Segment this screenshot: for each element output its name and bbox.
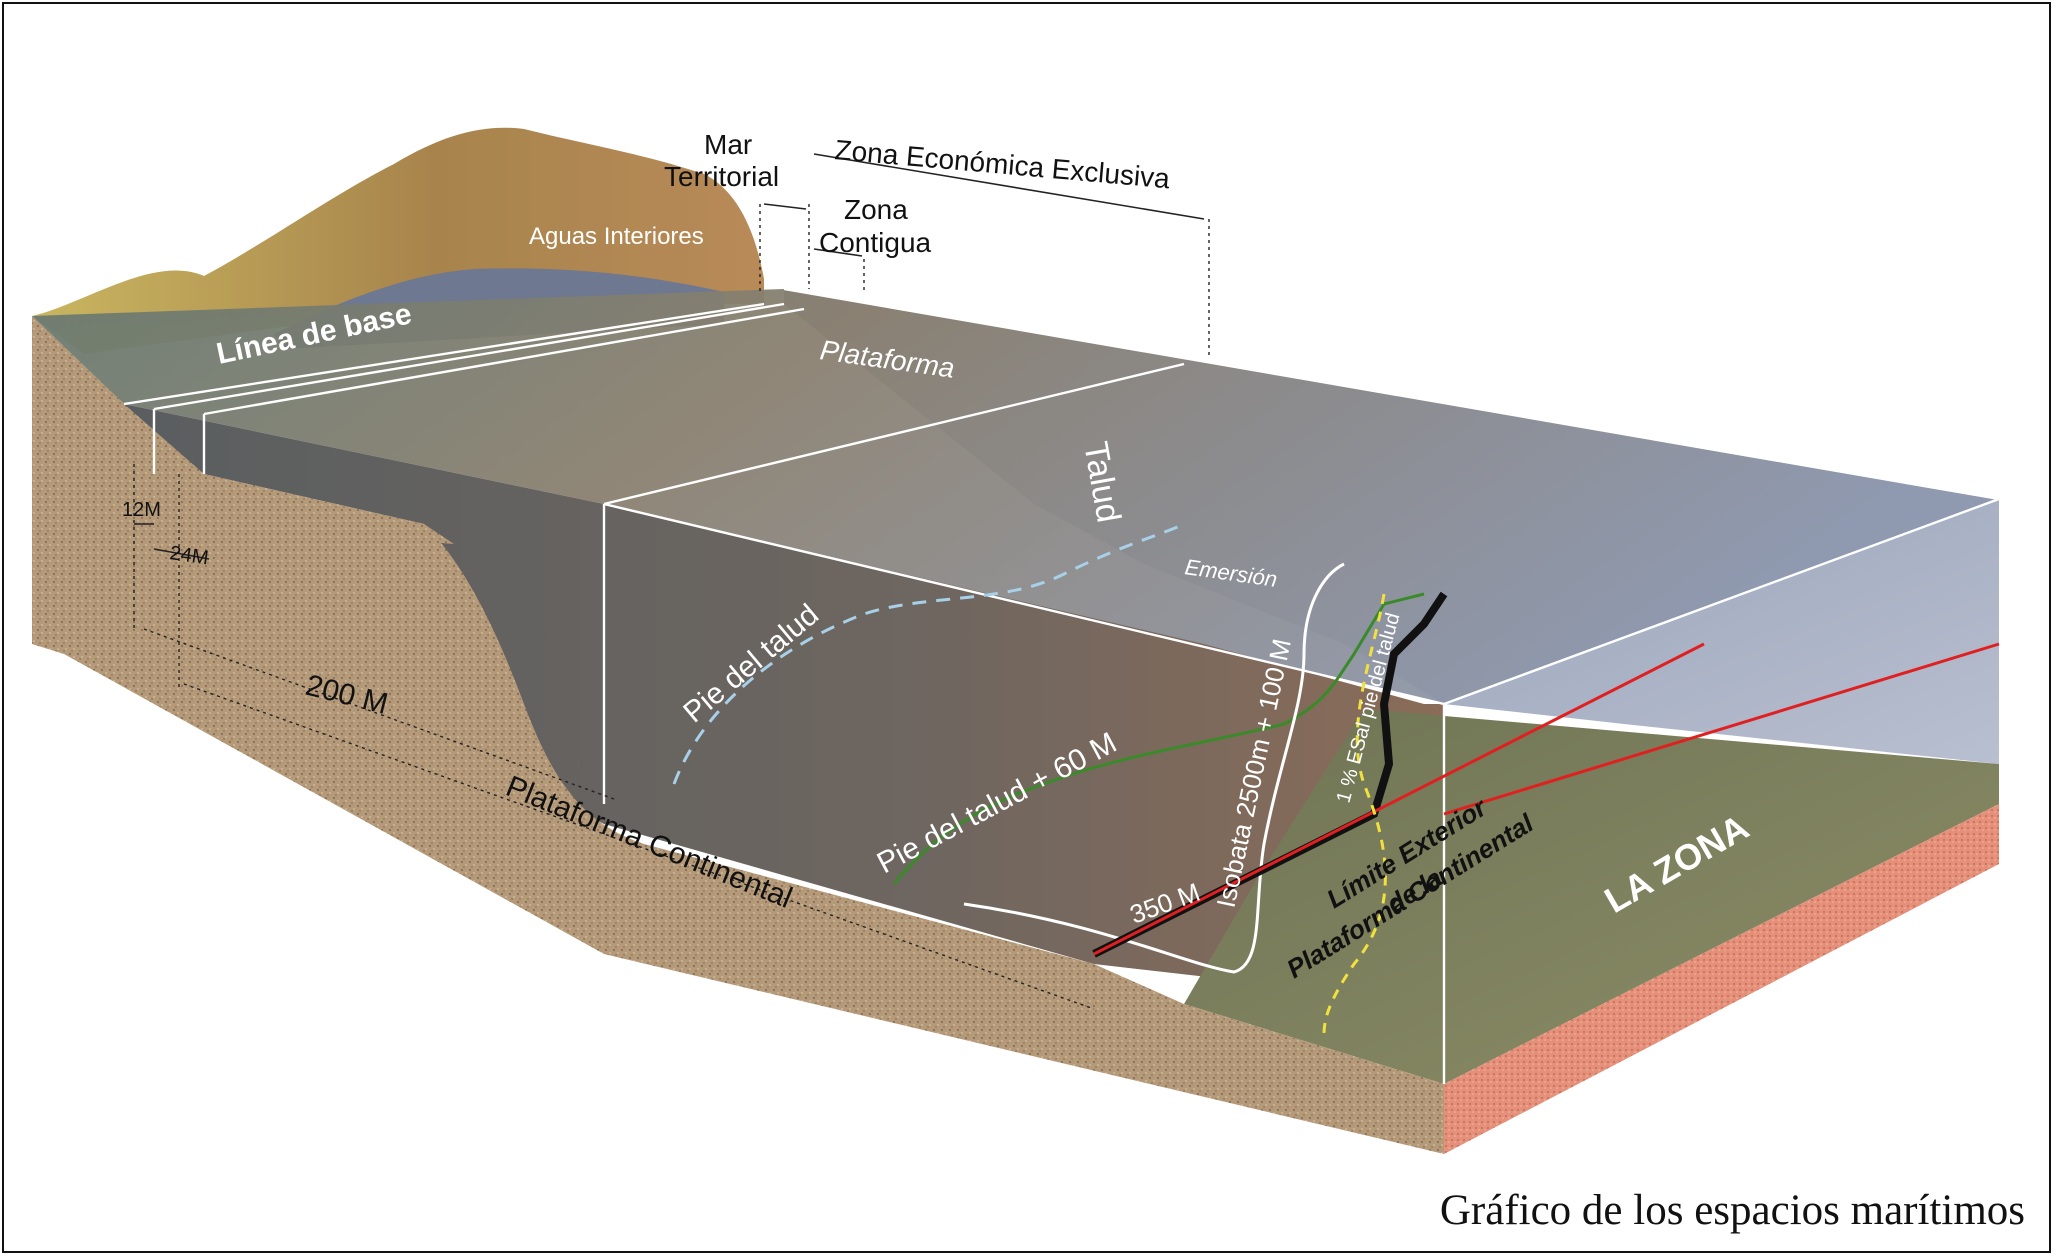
label-zona: Zona xyxy=(844,194,908,225)
label-territorial: Territorial xyxy=(664,161,779,192)
label-contigua: Contigua xyxy=(819,227,932,258)
pie-del-talud-line xyxy=(672,522,1185,785)
la-zona-side-face xyxy=(1444,804,1999,1154)
pie-talud-60m-line xyxy=(892,592,1425,885)
label-aguas-interiores: Aguas Interiores xyxy=(529,223,704,250)
dimension-lines xyxy=(133,204,1210,1010)
diagram-caption: Gráfico de los espacios marítimos xyxy=(1439,1187,2025,1234)
zona-boundary-red xyxy=(1443,642,2000,816)
isobata-line xyxy=(963,562,1345,974)
seabed-platform xyxy=(124,404,1444,1004)
dimension-arrows xyxy=(134,153,1205,560)
label-mar: Mar xyxy=(704,129,752,160)
water-surface xyxy=(32,289,1999,704)
soil-left-face xyxy=(32,316,454,544)
label-12m: 12M xyxy=(122,499,161,521)
maritime-zones-diagram: Mar Territorial Zona Económica Exclusiva… xyxy=(32,127,2000,1154)
limit-red-line xyxy=(1093,642,1705,956)
la-zona-surface xyxy=(1184,709,1999,1084)
label-24m: 24M xyxy=(168,542,210,569)
